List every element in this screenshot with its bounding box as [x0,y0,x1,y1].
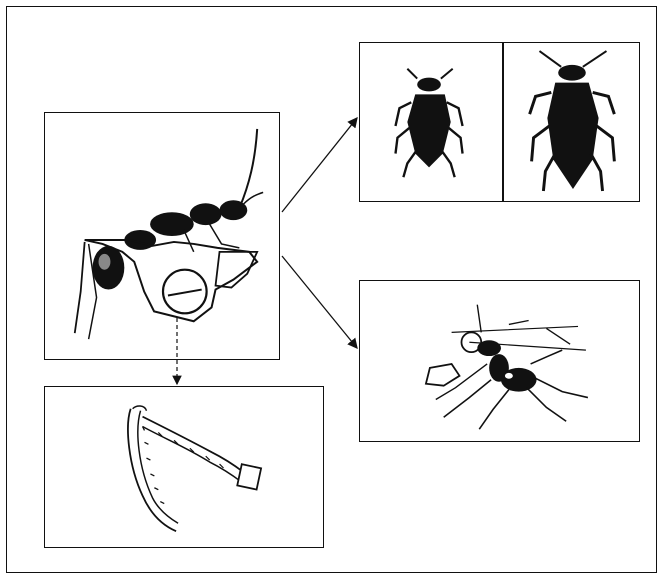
cockroach-silhouette-icon [504,43,639,201]
ant-with-zoom-circle-icon [45,113,279,359]
mandibles-panel [44,386,324,548]
ant-panel [44,112,280,360]
attack-panel [359,280,640,442]
prey-small-panel [359,42,503,202]
mandibles-closeup-icon [45,387,323,547]
beetle-silhouette-icon [360,43,502,201]
ant-attacking-prey-icon [360,281,639,441]
prey-large-panel [503,42,640,202]
